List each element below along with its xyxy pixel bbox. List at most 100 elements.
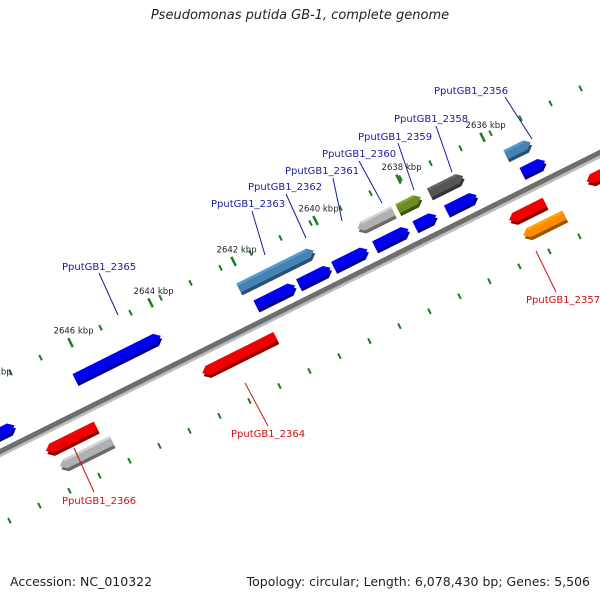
gene-label[interactable]: PputGB1_2357 (526, 295, 600, 306)
gene-label-leader (358, 160, 383, 204)
gene-arrow[interactable] (45, 421, 100, 456)
tick-mark-lower (37, 502, 42, 509)
gene-label[interactable]: PputGB1_2363 (211, 199, 285, 210)
gene-arrow-body (331, 247, 368, 271)
kbp-tick-label: 2644 kbp (134, 287, 174, 297)
gene-arrow-highlight (360, 206, 392, 224)
tick-mark-upper (548, 100, 553, 107)
gene-arrow-body (236, 248, 314, 293)
gene-arrow-highlight (63, 436, 111, 462)
tick-mark-lower (487, 278, 492, 285)
gene-arrow[interactable] (202, 332, 280, 378)
gene-arrow-highlight (526, 210, 564, 231)
tick-mark-lower (457, 293, 462, 300)
kbp-tick-label: 2638 kbp (382, 163, 422, 173)
tick-mark-lower (277, 382, 282, 390)
tick-mark-upper (218, 264, 223, 271)
gene-arrow-highlight (519, 159, 539, 171)
gene-label[interactable]: PputGB1_2358 (394, 114, 468, 125)
gene-arrow-highlight (426, 174, 457, 191)
gene-label[interactable]: PputGB1_2366 (62, 496, 136, 507)
gene-arrow-body (519, 159, 546, 177)
gene-arrow-body (357, 206, 396, 231)
gene-label[interactable]: PputGB1_2359 (358, 132, 432, 143)
gene-arrow-body (509, 197, 548, 222)
gene-arrow-highlight (72, 333, 155, 377)
gene-arrow[interactable] (253, 283, 297, 313)
tick-mark-upper (578, 85, 583, 92)
gene-arrow-body (412, 213, 437, 231)
tick-mark-lower (337, 352, 342, 360)
gene-arrow[interactable] (443, 193, 479, 218)
tick-mark-lower (217, 412, 222, 420)
tick-mark-upper (398, 174, 403, 182)
gene-arrow-highlight (372, 227, 402, 244)
gene-arrow[interactable] (0, 423, 17, 449)
kbp-tick (395, 174, 402, 185)
gene-arrow[interactable] (59, 436, 116, 472)
gene-label[interactable]: PputGB1_2361 (285, 166, 359, 177)
gene-arrow-body (45, 421, 99, 453)
gene-arrow-highlight (331, 247, 361, 265)
gene-arrow-body (443, 193, 477, 215)
gene-features (0, 140, 600, 472)
gene-label[interactable]: PputGB1_2362 (248, 182, 322, 193)
tick-mark-lower (307, 367, 312, 375)
gene-arrow[interactable] (395, 195, 423, 217)
gene-arrow-body (426, 174, 464, 198)
gene-arrow[interactable] (509, 197, 549, 225)
gene-arrow-highlight (395, 195, 415, 207)
gene-label[interactable]: PputGB1_2364 (231, 429, 305, 440)
gene-arrow[interactable] (236, 248, 316, 296)
gene-label-leader (435, 125, 453, 173)
kbp-tick (67, 337, 74, 348)
tick-mark-upper (338, 204, 343, 212)
tick-mark-upper (98, 324, 103, 331)
kbp-tick-label: 2646 kbp (54, 327, 94, 337)
tick-mark-lower (157, 442, 162, 449)
gene-arrow[interactable] (523, 210, 569, 241)
gene-arrow-highlight (503, 140, 525, 153)
gene-arrow[interactable] (503, 140, 533, 163)
gene-label-leader (504, 96, 533, 140)
gene-arrow-highlight (589, 169, 600, 177)
gene-arrow-highlight (296, 265, 325, 282)
gene-label[interactable]: PputGB1_2365 (62, 262, 136, 273)
gene-arrow[interactable] (412, 213, 438, 234)
kbp-tick (479, 132, 486, 143)
genome-backbone (0, 149, 600, 458)
gene-arrow-body (372, 227, 409, 251)
kbp-tick (147, 297, 154, 308)
gene-arrow[interactable] (331, 247, 369, 274)
gene-arrow-body (202, 332, 278, 375)
tick-mark-upper (38, 354, 43, 361)
tick-mark-lower (97, 472, 102, 479)
kbp-tick-label: 2636 kbp (466, 121, 506, 131)
gene-arrow[interactable] (296, 265, 333, 292)
tick-mark-upper (428, 160, 433, 167)
backbone-line (0, 149, 600, 455)
gene-arrow[interactable] (372, 227, 410, 254)
tick-mark-upper (248, 249, 253, 257)
gene-label[interactable]: PputGB1_2356 (434, 86, 508, 97)
gene-arrow[interactable] (357, 206, 397, 234)
tick-mark-upper (128, 309, 133, 316)
tick-mark-lower (67, 487, 72, 494)
gene-arrow[interactable] (72, 333, 163, 387)
gene-arrow-highlight (253, 283, 289, 303)
gene-label-leader (332, 177, 343, 222)
gene-arrow-body (395, 195, 421, 214)
gene-label-leader (251, 210, 266, 256)
gene-label-leader (73, 447, 95, 493)
gene-arrow[interactable] (586, 155, 600, 187)
gene-label[interactable]: PputGB1_2360 (322, 149, 396, 160)
tick-mark-upper (278, 234, 283, 242)
gene-arrow[interactable] (519, 159, 547, 180)
gene-arrow[interactable] (426, 174, 465, 201)
gene-arrow-highlight (512, 197, 544, 216)
gene-arrow-highlight (236, 248, 308, 286)
accession-text: Accession: NC_010322 (10, 574, 153, 589)
kbp-tick-label: 2648 kbp (0, 368, 12, 378)
